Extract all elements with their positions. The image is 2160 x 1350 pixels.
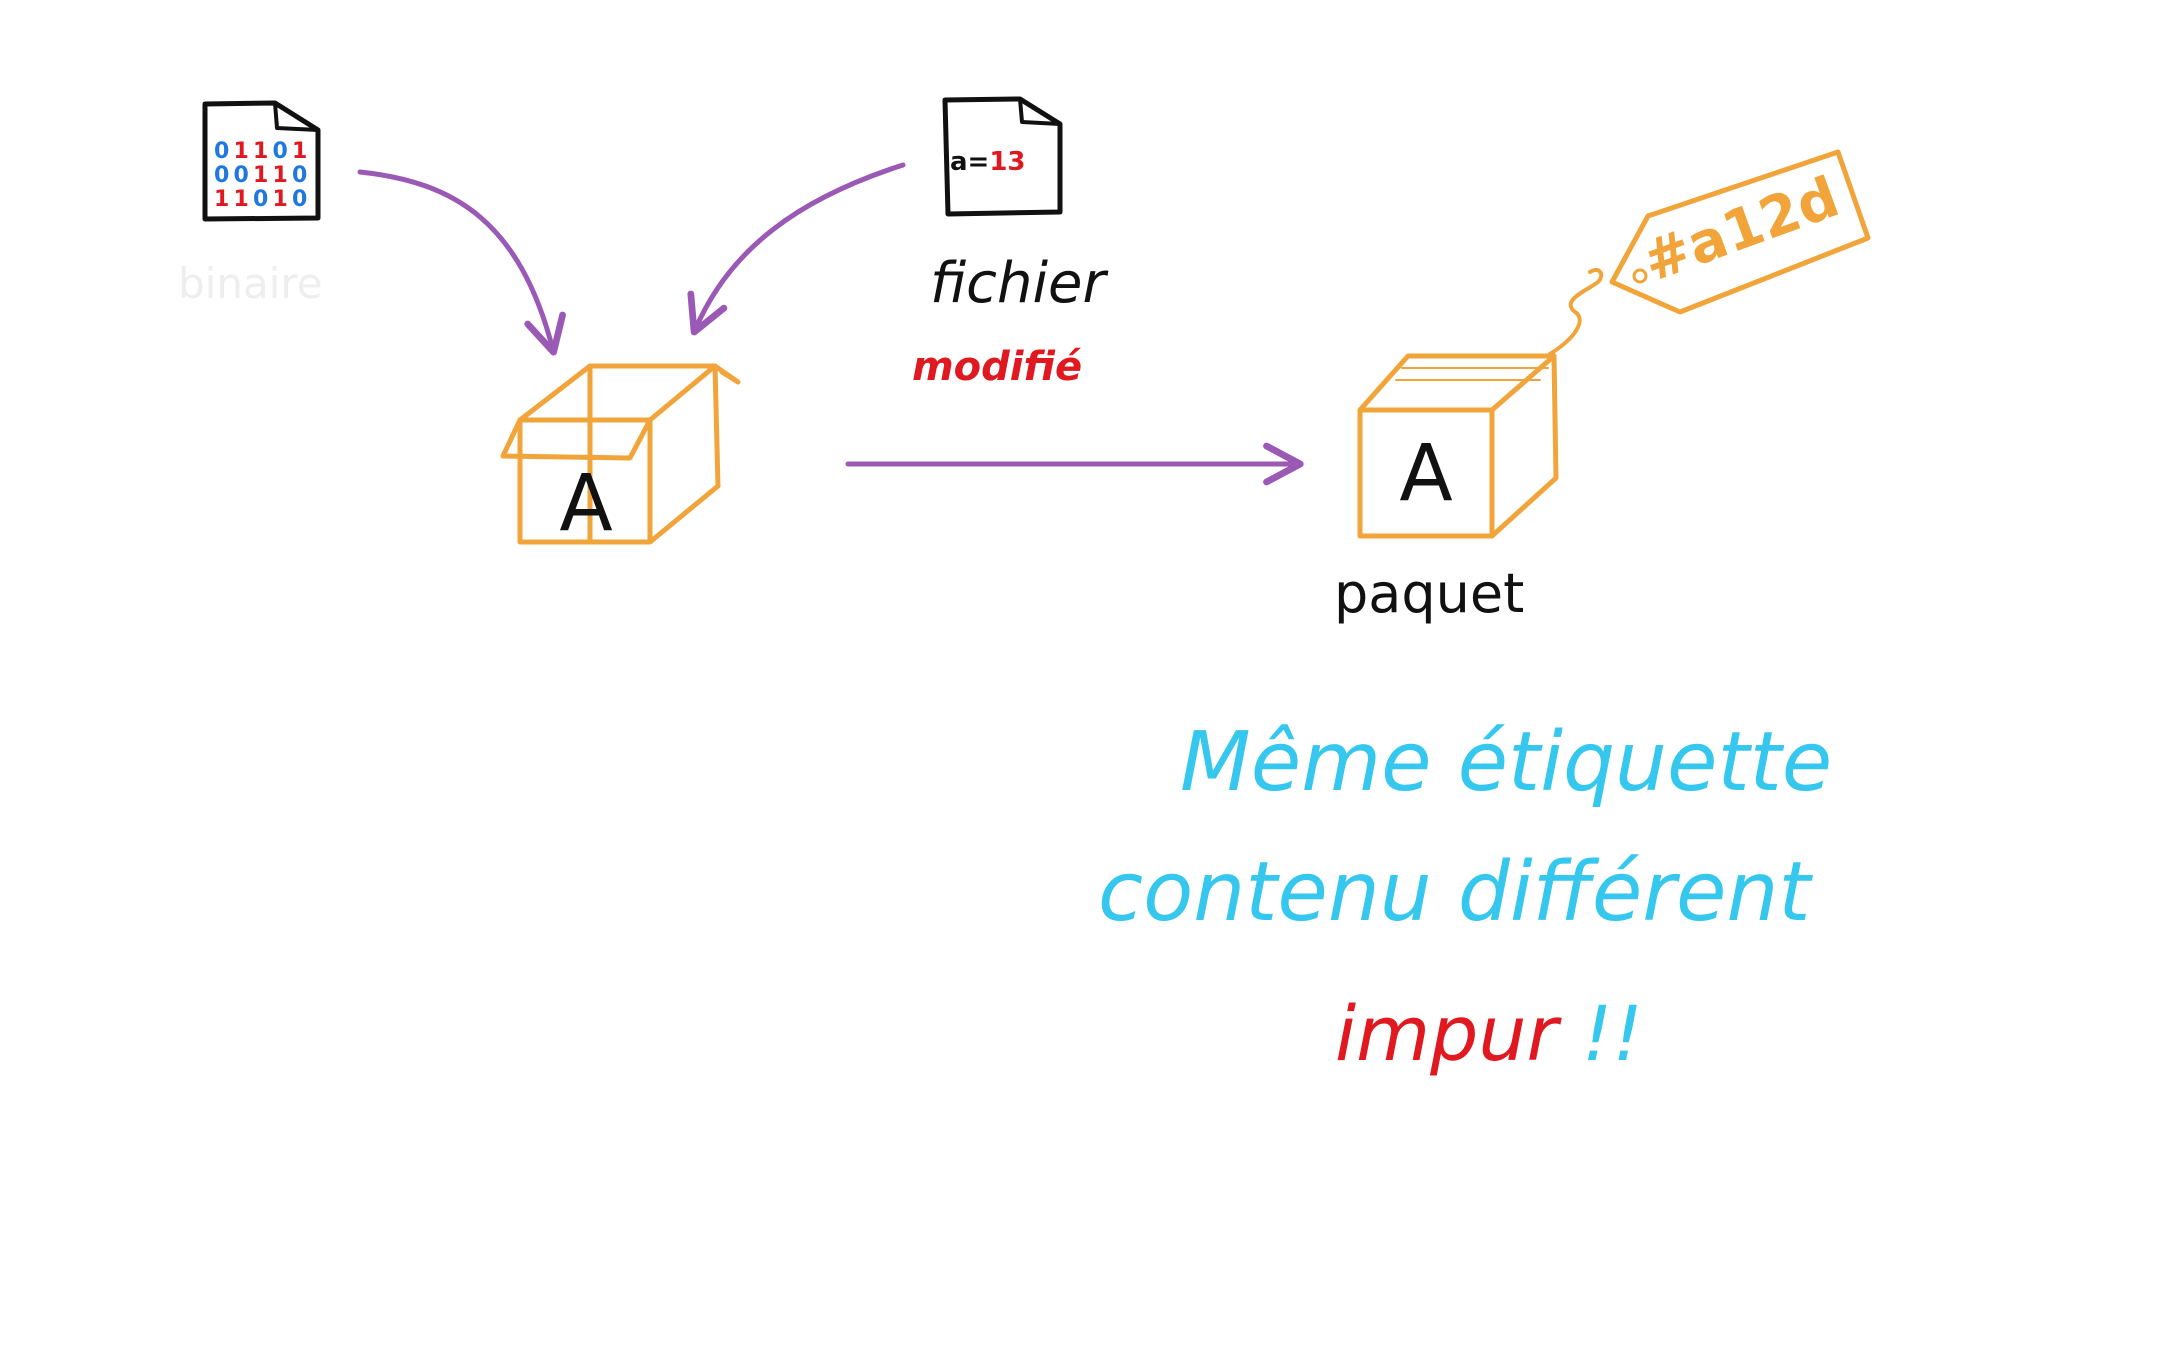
- note-line-1: Même étiquette: [1180, 715, 1832, 810]
- binary-digit: 0: [292, 187, 307, 212]
- source-file-icon: a=13: [942, 96, 1063, 217]
- binary-digit: 1: [234, 139, 249, 164]
- source-file-label: fichier: [930, 251, 1108, 316]
- open-box-letter: A: [559, 459, 612, 549]
- note-line-2: contenu différent: [1098, 845, 1813, 940]
- source-file-var: a=: [950, 147, 989, 177]
- binary-digit: 1: [234, 187, 249, 212]
- binary-digit: 1: [273, 187, 288, 212]
- binary-digit: 1: [253, 163, 268, 188]
- note-exclamation: !!: [1558, 989, 1643, 1078]
- closed-box-letter: A: [1399, 429, 1452, 519]
- binary-digit: 0: [214, 139, 229, 164]
- binary-digit: 1: [292, 139, 307, 164]
- binary-digit: 0: [234, 163, 249, 188]
- open-box-icon: [500, 363, 741, 545]
- binary-digit: 0: [273, 139, 288, 164]
- svg-text:impur !!: impur !!: [1335, 989, 1643, 1078]
- arrow-binary-to-box: [357, 169, 566, 356]
- binary-digit: 0: [292, 163, 307, 188]
- note-impur: impur: [1335, 989, 1563, 1078]
- closed-box-icon: [1357, 353, 1559, 539]
- binary-digit: 1: [273, 163, 288, 188]
- binary-file-label: binaire: [178, 259, 323, 308]
- binary-digit: 1: [214, 187, 229, 212]
- tag-string: [1548, 268, 1604, 356]
- price-tag-icon: #a12d: [1609, 149, 1871, 315]
- svg-text:a=13: a=13: [950, 147, 1026, 177]
- binary-digit: 0: [214, 163, 229, 188]
- binary-digit: 1: [253, 139, 268, 164]
- closed-box-label: paquet: [1334, 562, 1524, 625]
- source-file-value: 13: [989, 147, 1025, 177]
- arrow-file-to-box: [687, 162, 906, 336]
- source-file-sublabel: modifié: [912, 344, 1082, 390]
- binary-digit: 0: [253, 187, 268, 212]
